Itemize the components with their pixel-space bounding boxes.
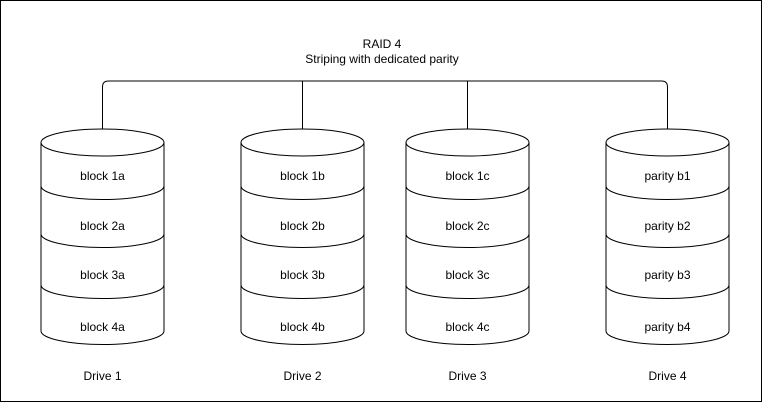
drive-4-group: parity b1 parity b2 parity b3 parity b4 …: [605, 128, 730, 383]
platter-divider: [240, 185, 365, 200]
drive-label: Drive 4: [648, 369, 686, 383]
drive-cylinder-top: [405, 128, 530, 157]
block-label: parity b4: [644, 320, 690, 334]
drive-2-group: block 1b block 2b block 3b block 4b Driv…: [240, 128, 365, 383]
block-label: block 1b: [280, 169, 325, 183]
block-label: block 4c: [445, 320, 489, 334]
block-label: block 3a: [80, 268, 125, 282]
drive-label: Drive 1: [83, 369, 121, 383]
drive-cylinder-body: [605, 142, 730, 345]
drive-cylinder-body: [405, 142, 530, 345]
platter-divider: [40, 284, 165, 299]
drive-1-group: block 1a block 2a block 3a block 4a Driv…: [40, 128, 165, 383]
diagram-title: RAID 4: [363, 37, 402, 51]
drive-3-group: block 1c block 2c block 3c block 4c Driv…: [405, 128, 530, 383]
platter-divider: [405, 185, 530, 200]
block-label: block 2c: [445, 219, 489, 233]
block-label: parity b1: [644, 169, 690, 183]
platter-divider: [40, 185, 165, 200]
drive-cylinder-top: [605, 128, 730, 157]
block-label: block 3c: [445, 268, 489, 282]
block-label: block 4a: [80, 320, 125, 334]
block-label: parity b3: [644, 268, 690, 282]
drive-cylinder-body: [40, 142, 165, 345]
block-label: block 1a: [80, 169, 125, 183]
block-label: block 3b: [280, 268, 325, 282]
drive-cylinder-top: [40, 128, 165, 157]
drive-cylinder-body: [240, 142, 365, 345]
platter-divider: [240, 284, 365, 299]
platter-divider: [240, 233, 365, 248]
block-label: block 2b: [280, 219, 325, 233]
block-label: block 2a: [80, 219, 125, 233]
platter-divider: [40, 233, 165, 248]
drive-cylinder-top: [240, 128, 365, 157]
drive-label: Drive 2: [283, 369, 321, 383]
drive-label: Drive 3: [448, 369, 486, 383]
platter-divider: [605, 284, 730, 299]
platter-divider: [605, 233, 730, 248]
block-label: block 1c: [445, 169, 489, 183]
block-label: parity b2: [644, 219, 690, 233]
platter-divider: [405, 284, 530, 299]
platter-divider: [405, 233, 530, 248]
platter-divider: [605, 185, 730, 200]
bus-connector-line: [102, 80, 668, 143]
block-label: block 4b: [280, 320, 325, 334]
diagram-subtitle: Striping with dedicated parity: [305, 52, 458, 66]
